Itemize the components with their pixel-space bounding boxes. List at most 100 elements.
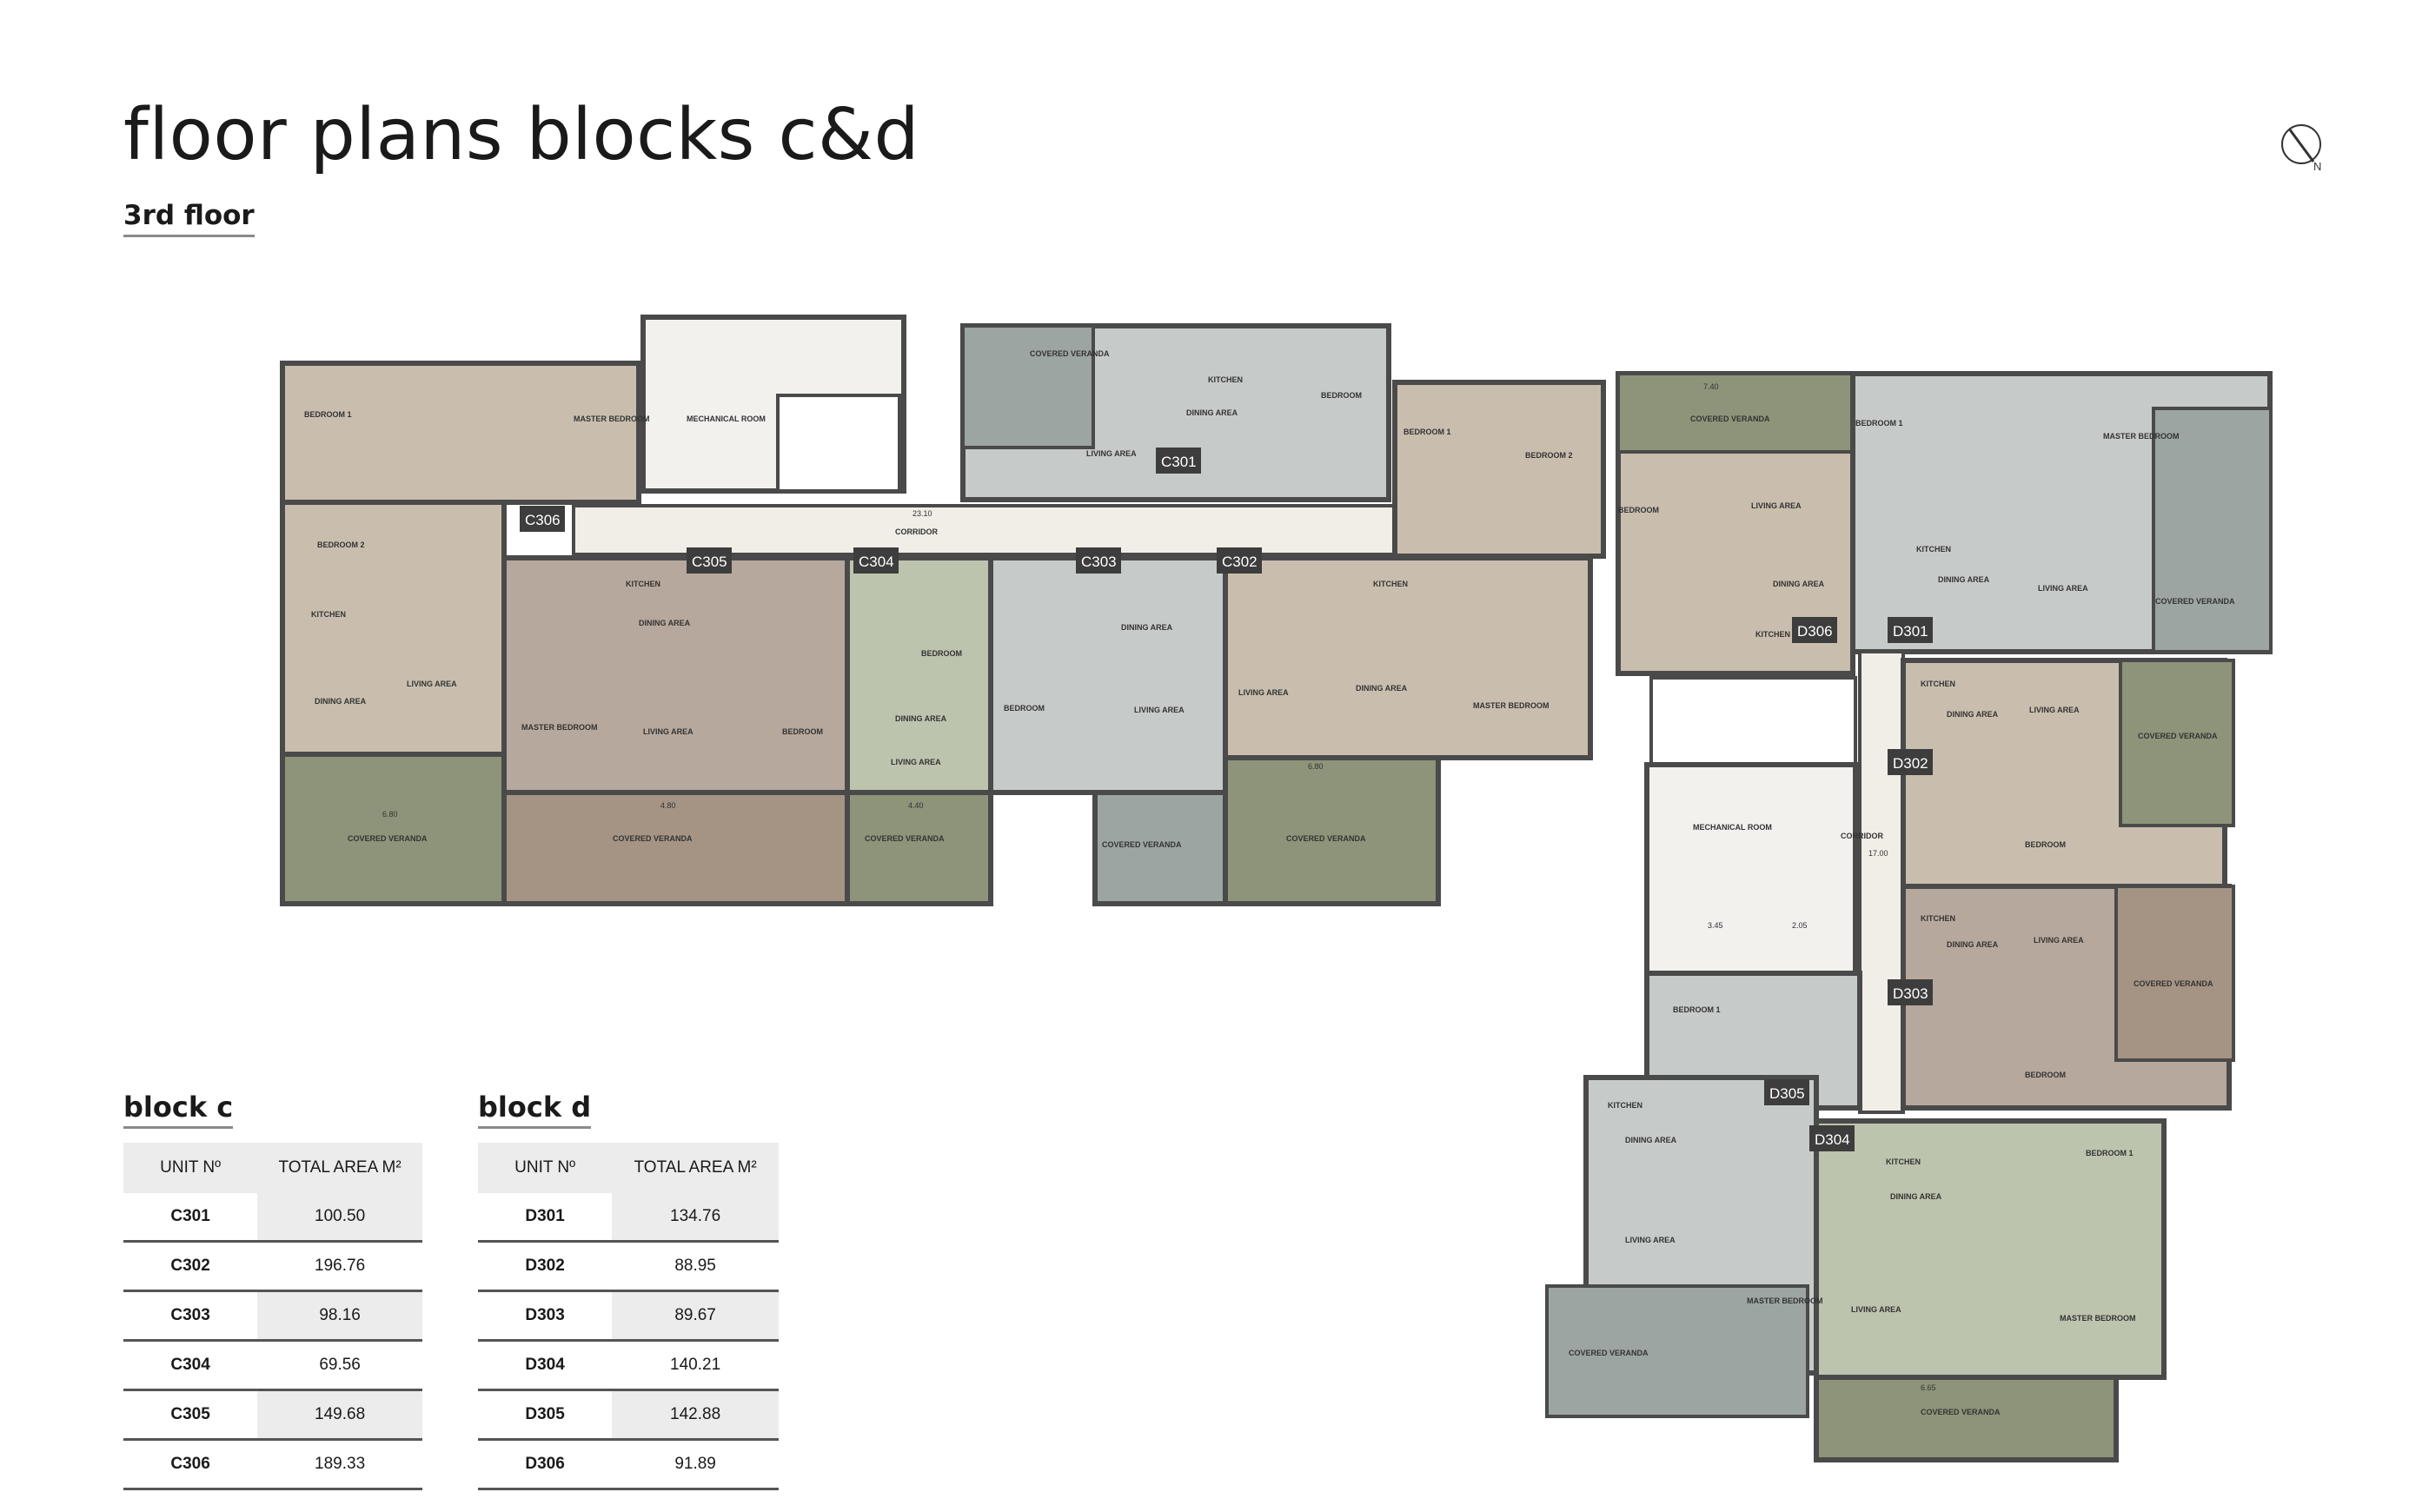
tag-c305[interactable]: C305	[692, 554, 727, 570]
tag-d304[interactable]: D304	[1815, 1131, 1850, 1148]
unit-d303-veranda	[2114, 885, 2235, 1062]
unit-c304[interactable]	[845, 555, 993, 795]
unit-d304[interactable]	[1814, 1118, 2167, 1380]
unit-cell: D306	[478, 1439, 613, 1490]
page-title: floor plans blocks c&d	[123, 94, 920, 176]
room-label: LIVING AREA	[1238, 688, 1289, 697]
dimension: 6.65	[1921, 1383, 1936, 1392]
area-cell: 69.56	[257, 1340, 422, 1391]
room-label: MASTER BEDROOM	[2103, 432, 2180, 441]
dimension: 2.05	[1792, 921, 1808, 930]
tag-c301[interactable]: C301	[1161, 454, 1197, 470]
room-label: CORRIDOR	[895, 527, 938, 536]
room-label: DINING AREA	[1773, 580, 1825, 588]
room-label: KITCHEN	[311, 610, 346, 619]
room-label: LIVING AREA	[1851, 1305, 1901, 1314]
room-label: DINING AREA	[1186, 408, 1238, 417]
unit-d301-veranda	[2152, 407, 2273, 653]
unit-c306-top[interactable]	[280, 361, 641, 505]
room-label: DINING AREA	[1356, 684, 1408, 693]
room-label: DINING AREA	[895, 714, 947, 723]
room-label: BEDROOM	[2025, 840, 2066, 849]
block-d-plan	[1545, 371, 2273, 1462]
room-label: COVERED VERANDA	[1102, 840, 1182, 849]
room-label: KITCHEN	[626, 580, 660, 588]
room-label: LIVING AREA	[1086, 449, 1137, 458]
tag-c304[interactable]: C304	[859, 554, 894, 570]
room-label: KITCHEN	[1373, 580, 1408, 588]
unit-cell: C304	[123, 1340, 258, 1391]
dimension: 17.00	[1868, 849, 1888, 858]
tag-d306[interactable]: D306	[1797, 623, 1833, 640]
tag-c303[interactable]: C303	[1081, 554, 1117, 570]
room-label: COVERED VERANDA	[1690, 414, 1770, 423]
room-label: COVERED VERANDA	[1286, 834, 1366, 843]
room-label: DINING AREA	[315, 697, 367, 706]
area-cell: 142.88	[612, 1389, 779, 1441]
unit-d306-veranda	[1616, 372, 1855, 454]
dimension: 4.80	[660, 801, 676, 810]
area-cell: 196.76	[257, 1241, 422, 1292]
north-compass-icon: N	[2281, 124, 2321, 172]
tag-c302[interactable]: C302	[1222, 554, 1258, 570]
block-c-plan	[280, 315, 1606, 906]
room-label: COVERED VERANDA	[1030, 349, 1110, 358]
dimension: 6.80	[1308, 762, 1324, 771]
column-header-area: TOTAL AREA M²	[257, 1143, 422, 1193]
room-label: LIVING AREA	[643, 727, 694, 736]
room-label: DINING AREA	[1947, 710, 1999, 719]
room-label: MASTER BEDROOM	[574, 414, 650, 423]
tag-c306[interactable]: C306	[525, 512, 561, 528]
column-header-area: TOTAL AREA M²	[612, 1143, 779, 1193]
room-label: MASTER BEDROOM	[521, 723, 598, 732]
tag-d305[interactable]: D305	[1769, 1085, 1805, 1102]
room-label: MASTER BEDROOM	[1747, 1296, 1823, 1305]
room-label: COVERED VERANDA	[2134, 979, 2213, 988]
unit-cell: C306	[123, 1439, 258, 1490]
room-label: MASTER BEDROOM	[2060, 1314, 2136, 1323]
unit-d302-veranda	[2119, 659, 2235, 827]
room-label: COVERED VERANDA	[348, 834, 428, 843]
tag-d301[interactable]: D301	[1893, 623, 1928, 640]
room-label: BEDROOM 1	[2086, 1149, 2134, 1157]
room-label: DINING AREA	[1947, 940, 1999, 949]
unit-c302-bedrooms[interactable]	[1392, 380, 1606, 559]
room-label: COVERED VERANDA	[1921, 1408, 2001, 1416]
room-label: BEDROOM 1	[304, 410, 352, 419]
room-label: LIVING AREA	[2038, 584, 2088, 593]
block-d-title: block d	[478, 1091, 592, 1129]
unit-cell: D302	[478, 1241, 613, 1292]
stair-c	[776, 394, 901, 493]
unit-tags: C301 C302 C303 C304 C305 C306 D301 D302 …	[520, 448, 1933, 1151]
unit-c303[interactable]	[988, 555, 1228, 795]
room-label: MECHANICAL ROOM	[1693, 823, 1772, 832]
tag-d303[interactable]: D303	[1893, 985, 1928, 1002]
room-label: KITCHEN	[1608, 1101, 1642, 1110]
area-cell: 149.68	[257, 1389, 422, 1441]
unit-cell: C303	[123, 1290, 258, 1342]
unit-cell: D304	[478, 1340, 613, 1391]
tag-d302[interactable]: D302	[1893, 755, 1928, 772]
area-cell: 91.89	[612, 1439, 779, 1490]
unit-c302[interactable]	[1223, 555, 1593, 760]
unit-c306-bottom[interactable]	[280, 500, 507, 757]
stair-d	[1649, 676, 1857, 766]
unit-c304-veranda	[845, 790, 993, 906]
room-label: COVERED VERANDA	[1569, 1349, 1649, 1357]
area-cell: 100.50	[257, 1193, 422, 1243]
unit-c305[interactable]	[501, 555, 850, 795]
room-label: DINING AREA	[1938, 575, 1990, 584]
room-label: KITCHEN	[1921, 680, 1955, 688]
unit-cell: D301	[478, 1193, 613, 1243]
